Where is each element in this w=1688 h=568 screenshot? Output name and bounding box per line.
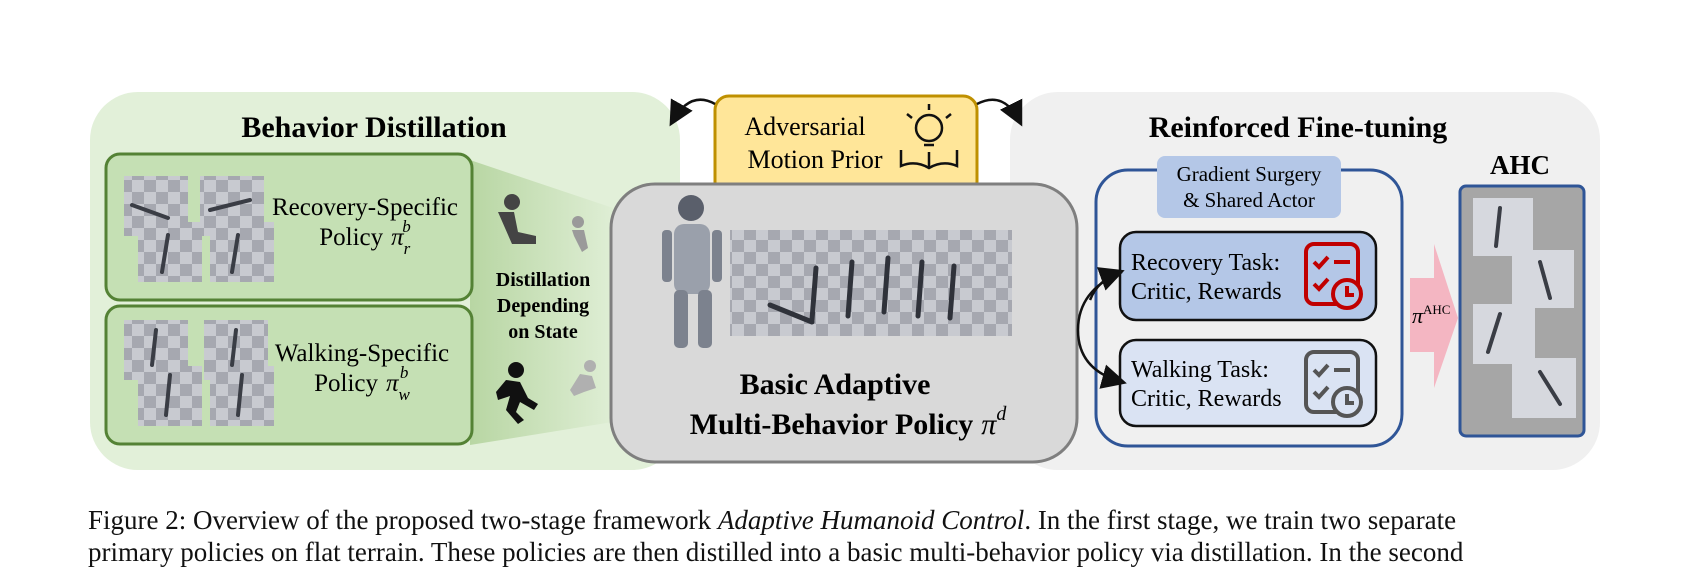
walking-label-line1: Walking-Specific — [275, 340, 449, 367]
ahc-title: AHC — [1490, 150, 1550, 180]
distill-line1: Distillation — [496, 269, 590, 291]
reinforced-finetuning-title: Reinforced Fine-tuning — [1149, 111, 1448, 144]
caption-line1: Figure 2: Overview of the proposed two-s… — [88, 505, 1457, 535]
gradient-surgery-box — [1157, 156, 1341, 218]
figure-caption: Figure 2: Overview of the proposed two-s… — [88, 504, 1688, 568]
checklist-clock-icon-red — [1304, 242, 1363, 310]
checklist-clock-icon-gray — [1304, 350, 1363, 418]
walking-task-line2: Critic, Rewards — [1131, 386, 1282, 412]
recovery-task-line2: Critic, Rewards — [1131, 279, 1282, 305]
basic-policy-line1: Basic Adaptive — [740, 368, 931, 401]
recovery-task-line1: Recovery Task: — [1131, 250, 1280, 276]
gradient-line2: & Shared Actor — [1183, 188, 1315, 212]
sitting-person-icon — [498, 194, 536, 244]
walking-task-line1: Walking Task: — [1131, 357, 1269, 383]
running-person-icon — [496, 362, 538, 424]
faded-person-icon — [572, 216, 588, 252]
task-connector-arrow-up — [1088, 267, 1125, 301]
humanoid-robot-image — [662, 195, 722, 348]
ahc-result-thumbnails — [1473, 198, 1576, 418]
ahc-output-arrow — [1410, 244, 1458, 388]
caption-line2: primary policies on flat terrain. These … — [88, 537, 1464, 567]
gradient-line1: Gradient Surgery — [1177, 162, 1322, 186]
faded-runner-icon — [570, 360, 596, 396]
amp-arrow-left — [669, 98, 716, 127]
multi-behavior-sequence-image — [730, 230, 1012, 336]
amp-arrow-right — [976, 98, 1023, 127]
amp-line1: Adversarial — [744, 112, 865, 141]
ahc-policy-symbol: πAHC — [1412, 302, 1450, 328]
amp-line2: Motion Prior — [747, 145, 882, 174]
behavior-distillation-title: Behavior Distillation — [241, 111, 507, 144]
lightbulb-book-icon — [899, 104, 959, 170]
walking-thumbnails — [124, 320, 274, 426]
distill-line3: on State — [508, 321, 578, 343]
recovery-label-line1: Recovery-Specific — [272, 194, 458, 221]
distill-line2: Depending — [497, 295, 589, 317]
recovery-thumbnails — [124, 176, 274, 282]
